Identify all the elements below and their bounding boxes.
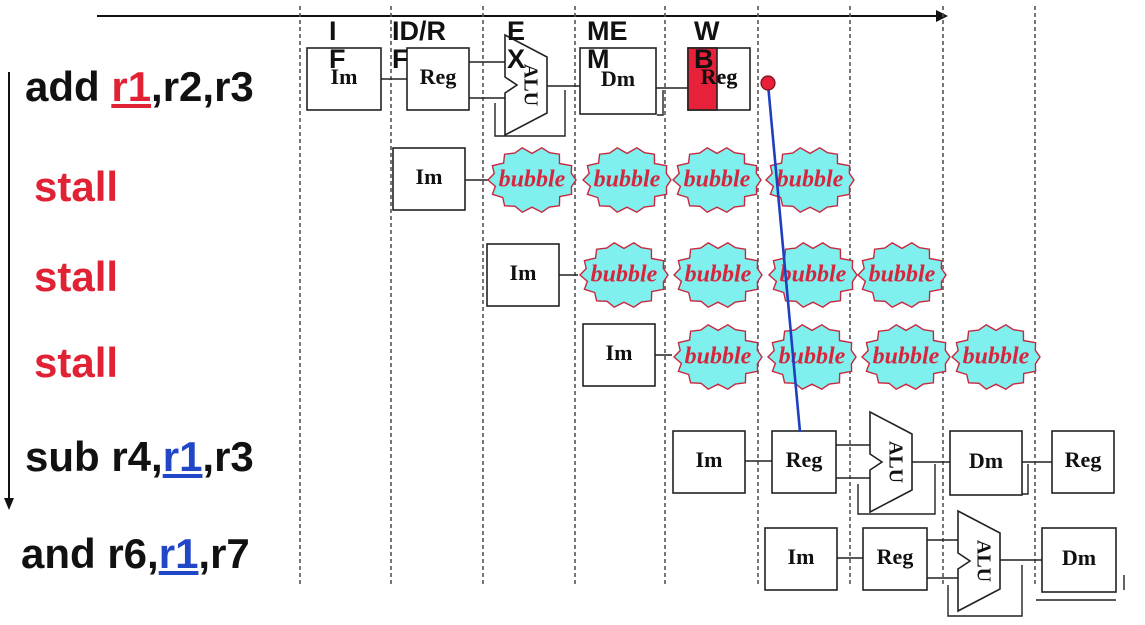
stall1-bubble-1: bubble (486, 146, 577, 214)
stage-label-mem: ME M (587, 16, 628, 75)
stall-label-1: stall (34, 163, 119, 210)
operand-pre: r4, (99, 433, 163, 480)
stage-label-if: I F (329, 16, 346, 75)
stage-label-ex: E X (507, 16, 526, 75)
stage-label-wb: W B (694, 16, 720, 75)
stall-label-2: stall (34, 253, 119, 300)
sub-wb: Reg (1051, 430, 1115, 494)
add-im-label: Im (331, 64, 358, 89)
stall3-bubble-3-label: bubble (873, 344, 940, 370)
stall3-bubble-1-label: bubble (685, 344, 752, 370)
add-dm: Dm (579, 47, 657, 115)
sub-dm-label: Dm (969, 448, 1003, 473)
operand-pre: r6, (95, 530, 159, 577)
forward-line (766, 83, 802, 433)
stall1-bubble-2-label: bubble (594, 167, 661, 193)
and-dm-label: Dm (1062, 545, 1096, 570)
sub-alu-label: ALU (884, 441, 906, 483)
stall1-bubble-3: bubble (671, 146, 762, 214)
stall-label-3: stall (34, 339, 119, 386)
stall3-bubble-2: bubble (766, 323, 857, 391)
and-wire-5 (947, 565, 1023, 617)
stall3-bubble-1: bubble (672, 323, 763, 391)
and-im-label: Im (788, 544, 815, 569)
sub-reg-label: Reg (786, 447, 823, 472)
instruction-sub: sub r4,r1,r3 (25, 436, 254, 478)
operands: ,r3 (202, 433, 254, 480)
add-alu: ALU (504, 33, 548, 137)
stall2-im-label: Im (510, 260, 537, 285)
src-register: r1 (162, 433, 203, 480)
forwarding-path (760, 75, 802, 433)
sub-dm: Dm (949, 430, 1023, 496)
stall2-bubble-2: bubble (672, 241, 763, 309)
add-reg-label: Reg (420, 64, 457, 89)
operands: ,r2,r3 (151, 63, 254, 110)
stall1-bubble-4: bubble (764, 146, 855, 214)
opcode: and (21, 530, 96, 577)
add-reg: Reg (406, 47, 470, 111)
sub-im-label: Im (696, 447, 723, 472)
instruction-and: and r6,r1,r7 (21, 533, 250, 575)
and-reg: Reg (862, 527, 928, 591)
order-axis-arrowhead (4, 498, 14, 510)
and-alu: ALU (957, 509, 1001, 613)
src-register: r1 (158, 530, 199, 577)
and-im: Im (764, 527, 838, 591)
stall2-bubble-3: bubble (767, 241, 858, 309)
stall1-bubble-1-label: bubble (499, 167, 566, 193)
sub-reg: Reg (771, 430, 837, 494)
stall1-bubble-2: bubble (581, 146, 672, 214)
operands: ,r7 (198, 530, 250, 577)
stall3-im: Im (582, 323, 656, 387)
stall2-bubble-4-label: bubble (869, 262, 936, 288)
sub-im: Im (672, 430, 746, 494)
stall3-bubble-2-label: bubble (779, 344, 846, 370)
stall2-bubble-1-label: bubble (591, 262, 658, 288)
stall2-bubble-4: bubble (856, 241, 947, 309)
add-wb-label-top: Reg (701, 64, 738, 89)
add-wire-7 (657, 90, 664, 116)
time-axis-arrowhead (936, 10, 948, 22)
stall2-im: Im (486, 243, 560, 307)
add-wire-5 (494, 90, 566, 137)
stall2-bubble-2-label: bubble (685, 262, 752, 288)
stall3-bubble-4-label: bubble (963, 344, 1030, 370)
opcode: add (25, 63, 100, 110)
add-im: Im (306, 47, 382, 111)
dest-register: r1 (111, 63, 152, 110)
stall1-bubble-3-label: bubble (684, 167, 751, 193)
opcode: sub (25, 433, 100, 480)
sub-alu: ALU (869, 410, 913, 514)
sub-wb-label: Reg (1065, 447, 1102, 472)
sub-wire-7 (1022, 464, 1029, 495)
stall3-im-label: Im (606, 340, 633, 365)
stall1-im-label: Im (416, 164, 443, 189)
cycle-gridlines (299, 6, 1036, 585)
stall1-im: Im (392, 147, 466, 211)
instruction-add: add r1,r2,r3 (25, 66, 254, 108)
stage-label-id: ID/R F (392, 16, 446, 75)
writeback-highlight (687, 47, 718, 111)
stall3-bubble-3: bubble (860, 323, 951, 391)
and-reg-label: Reg (877, 544, 914, 569)
stall1-bubble-4-label: bubble (777, 167, 844, 193)
and-alu-label: ALU (972, 540, 994, 582)
stall2-bubble-1: bubble (578, 241, 669, 309)
add-dm-label: Dm (601, 66, 635, 91)
and-dm: Dm (1041, 527, 1117, 593)
stall3-bubble-4: bubble (950, 323, 1041, 391)
stall2-bubble-3-label: bubble (780, 262, 847, 288)
sub-wire-5 (857, 464, 936, 515)
forward-origin-dot (760, 75, 776, 91)
add-alu-label: ALU (519, 64, 541, 106)
